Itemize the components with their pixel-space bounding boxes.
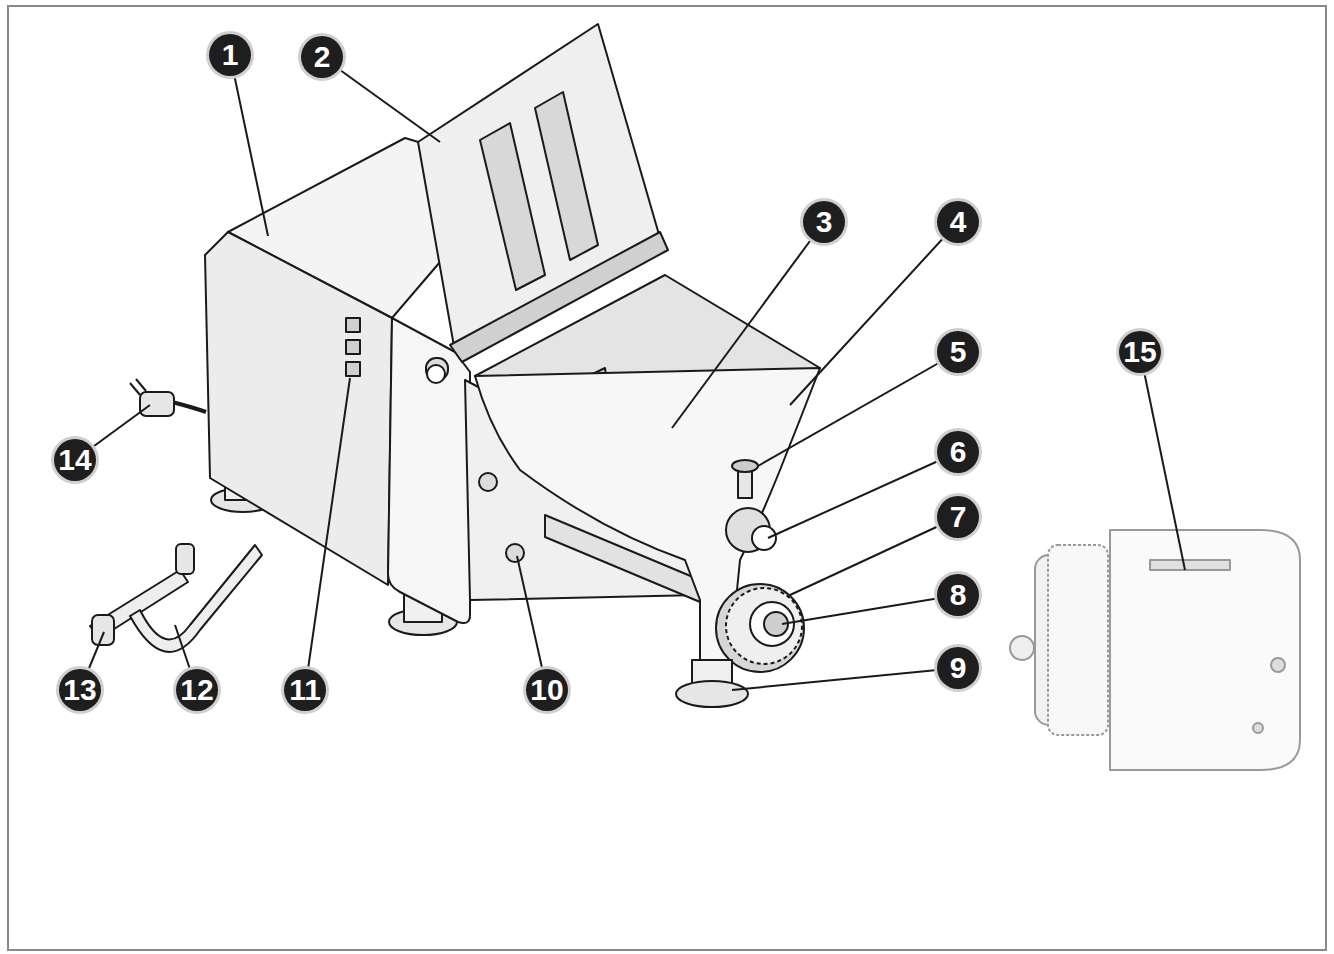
- callout-number: 12: [176, 669, 218, 711]
- callout-number: 9: [937, 647, 979, 689]
- callout-number: 5: [937, 331, 979, 373]
- callout-number: 13: [59, 669, 101, 711]
- frame: [8, 6, 1326, 950]
- callout-number: 2: [301, 36, 343, 78]
- callout-number: 10: [526, 669, 568, 711]
- callout-number: 6: [937, 431, 979, 473]
- callout-number: 3: [803, 201, 845, 243]
- callout-number: 11: [284, 669, 326, 711]
- callout-number: 1: [209, 34, 251, 76]
- callout-number: 4: [937, 201, 979, 243]
- callout-number: 15: [1119, 331, 1161, 373]
- machine-body: [90, 24, 1300, 770]
- callout-number: 8: [937, 574, 979, 616]
- callout-number: 14: [54, 439, 96, 481]
- callout-number: 7: [937, 496, 979, 538]
- leader-lines: [75, 55, 1185, 690]
- attachment: [1010, 530, 1300, 770]
